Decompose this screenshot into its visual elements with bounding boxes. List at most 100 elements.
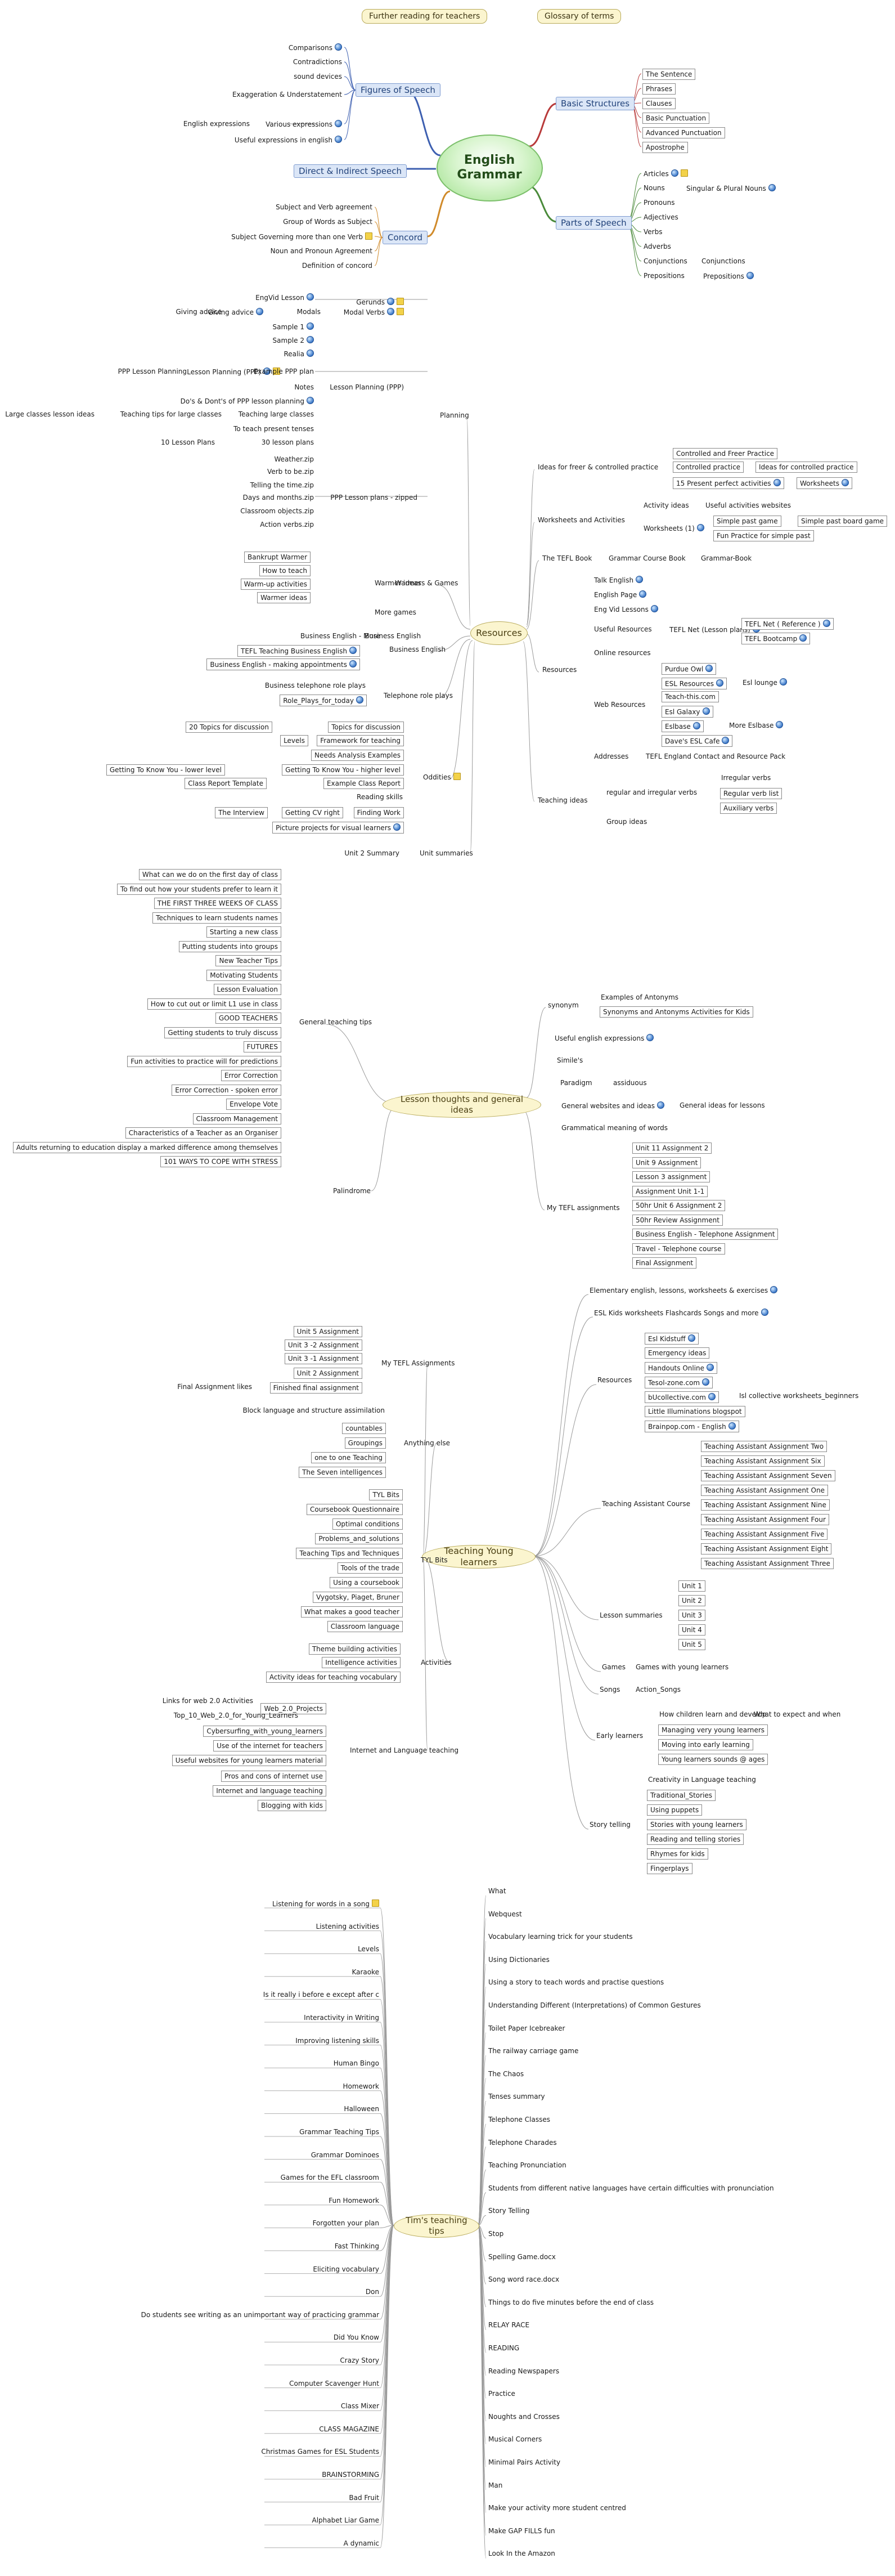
pos-item-singular-plural-nouns-2[interactable]: Singular & Plural Nouns [685,183,777,193]
yl-resource-item-6[interactable]: Little Illuminations blogspot [645,1406,745,1417]
yl-my-tefl-item-1[interactable]: Unit 3 -2 Assignment [284,1339,362,1351]
tim-right-item-14[interactable]: Story Telling [487,2206,530,2215]
tim-left-item-21[interactable]: Computer Scavenger Hunt [288,2379,380,2388]
pos-item-verbs-5[interactable]: Verbs [642,227,663,236]
general-tip-item-11[interactable]: Getting students to truly discuss [164,1027,281,1038]
resource-item-6[interactable]: TEFL Bootcamp [741,633,811,644]
resource-item-5[interactable]: TEFL Net ( Reference ) [741,618,834,630]
tim-left-item-1[interactable]: Listening activities [315,1922,380,1931]
planning-item-10[interactable]: Lesson Planning (PPP) [186,367,281,377]
assistant-item-5[interactable]: Teaching Assistant Assignment Four [701,1514,829,1525]
story-item-3[interactable]: Stories with young learners [647,1819,746,1830]
internet-item-1[interactable]: Web_2.0_Projects [260,1703,326,1714]
structure-item-the-sentence[interactable]: The Sentence [642,69,696,80]
planning-item-17[interactable]: Teaching large classes [237,410,315,419]
planning-item-22[interactable]: Verb to be.zip [266,467,315,476]
tim-right-item-2[interactable]: Vocabulary learning trick for your stude… [487,1932,634,1941]
oddity-item-2[interactable]: Levels [280,735,308,746]
story-item-2[interactable]: Using puppets [647,1804,703,1816]
planning-item-0[interactable]: EngVid Lesson [254,293,315,302]
internet-item-5[interactable]: Useful websites for young learners mater… [172,1755,326,1766]
yl-unit-item-4[interactable]: Unit 5 [678,1639,705,1650]
tim-left-item-10[interactable]: Grammar Teaching Tips [298,2127,380,2136]
tim-left-item-5[interactable]: Interactivity in Writing [303,2013,380,2022]
pos-item-adverbs-6[interactable]: Adverbs [642,242,672,251]
assistant-item-4[interactable]: Teaching Assistant Assignment Nine [701,1499,830,1511]
planning-item-9[interactable]: PPP Lesson Planning [117,367,188,376]
business-item-3[interactable]: Business English - making appointments [206,658,360,670]
tim-left-item-22[interactable]: Class Mixer [340,2402,380,2411]
telephone-item-1[interactable]: Role_Plays_for_today [280,695,367,706]
figure-item-contradictions[interactable]: Contradictions [292,57,343,66]
general-tip-item-1[interactable]: To find out how your students prefer to … [117,883,281,895]
planning-item-1[interactable]: Gerunds [355,297,405,307]
story-item-4[interactable]: Reading and telling stories [647,1834,744,1845]
tim-left-item-6[interactable]: Improving listening skills [294,2036,380,2045]
general-tips-branch[interactable]: General teaching tips [298,1018,373,1027]
yl-resources-branch[interactable]: Resources [596,1376,633,1385]
anything-else-item-1[interactable]: countables [342,1423,386,1434]
warmers-branch[interactable]: Warmers & Games [394,579,459,588]
telephone-item-0[interactable]: Business telephone role plays [264,681,367,690]
yl-my-tefl-item-4[interactable]: Final Assignment likes [176,1382,253,1391]
resource-item-9[interactable]: Purdue Owl [662,663,717,675]
figure-item-comparisons[interactable]: Comparisons [287,43,343,52]
teaching-idea-item-0[interactable]: regular and irregular verbs [605,788,698,797]
planning-item-3[interactable]: Giving advice [207,307,265,317]
tyl-bits-item-1[interactable]: Coursebook Questionnaire [307,1504,403,1515]
yl-activity-item-2[interactable]: Activity ideas for teaching vocabulary [266,1672,401,1683]
tim-right-item-5[interactable]: Understanding Different (Interpretations… [487,2001,702,2010]
lesson-thoughts-hub[interactable]: Lesson thoughts and general ideas [383,1092,541,1118]
yl-my-tefl-item-2[interactable]: Unit 3 -1 Assignment [284,1353,362,1364]
figure-item-various-expressions[interactable]: Various expressions [264,119,343,129]
teaching-idea-item-3[interactable]: Auxiliary verbs [720,803,777,814]
worksheets-branch[interactable]: Worksheets and Activities [537,516,626,525]
internet-item-7[interactable]: Internet and language teaching [213,1785,326,1797]
warmer-item-5[interactable]: More games [374,608,417,617]
planning-item-23[interactable]: Telling the time.zip [249,481,315,490]
free-practice-item-0[interactable]: Controlled and Freer Practice [673,448,778,459]
yl-games-item-0[interactable]: Games with young learners [635,1663,730,1672]
my-tefl-item-8[interactable]: Final Assignment [632,1257,697,1269]
yl-activity-item-1[interactable]: Intelligence activities [322,1657,401,1668]
my-tefl-branch[interactable]: My TEFL assignments [546,1203,621,1212]
yl-my-tefl-item-3[interactable]: Unit 2 Assignment [293,1368,362,1379]
tyl-bits-item-3[interactable]: Problems_and_solutions [315,1533,403,1544]
planning-item-26[interactable]: Classroom objects.zip [239,507,315,516]
general-tip-item-5[interactable]: Putting students into groups [178,940,281,952]
assistant-item-3[interactable]: Teaching Assistant Assignment One [701,1485,828,1496]
concord-item-subject-and-verb-agreement[interactable]: Subject and Verb agreement [275,203,374,212]
basic-structures-topic[interactable]: Basic Structures [556,97,635,110]
tim-left-item-8[interactable]: Homework [342,2082,380,2091]
anything-else-item-2[interactable]: Groupings [344,1437,386,1449]
yl-songs-branch[interactable]: Songs [599,1685,621,1694]
planning-item-2[interactable]: Giving advice [175,307,223,316]
oddity-item-5[interactable]: Getting To Know You - lower level [106,764,225,776]
planning-item-7[interactable]: Sample 2 [272,335,315,345]
tim-left-item-17[interactable]: Don [365,2287,380,2296]
resources-sub-branch[interactable]: Resources [541,665,578,674]
planning-item-15[interactable]: Large classes lesson ideas [4,410,96,419]
tim-right-item-29[interactable]: Look In the Amazon [487,2549,556,2558]
planning-item-5[interactable]: Modal Verbs [343,307,405,317]
resource-item-7[interactable]: Online resources [593,648,652,657]
tim-right-item-13[interactable]: Students from different native languages… [487,2184,775,2193]
yl-songs-item-0[interactable]: Action_Songs [635,1685,682,1694]
assistant-item-0[interactable]: Teaching Assistant Assignment Two [701,1441,827,1452]
tim-right-item-28[interactable]: Make GAP FILLS fun [487,2526,556,2535]
pos-item-adjectives-4[interactable]: Adjectives [642,213,680,222]
resources-hub[interactable]: Resources [470,621,528,645]
tim-right-item-7[interactable]: The railway carriage game [487,2046,579,2055]
paradigm-branch[interactable]: Paradigm [559,1078,593,1087]
tim-left-item-15[interactable]: Fast Thinking [334,2242,380,2251]
tim-right-item-26[interactable]: Man [487,2481,503,2490]
yl-resource-item-4[interactable]: bUcollective.com [645,1391,719,1403]
general-websites-item-0[interactable]: General ideas for lessons [678,1101,766,1110]
planning-item-25[interactable]: PPP Lesson plans - zipped [329,493,419,502]
yl-unit-item-2[interactable]: Unit 3 [678,1610,705,1621]
teaching-ideas-branch[interactable]: Teaching ideas [537,796,589,805]
planning-item-18[interactable]: To teach present tenses [232,424,315,433]
english-grammar-hub[interactable]: English Grammar [436,134,543,201]
structure-item-advanced-punctuation[interactable]: Advanced Punctuation [642,127,725,138]
